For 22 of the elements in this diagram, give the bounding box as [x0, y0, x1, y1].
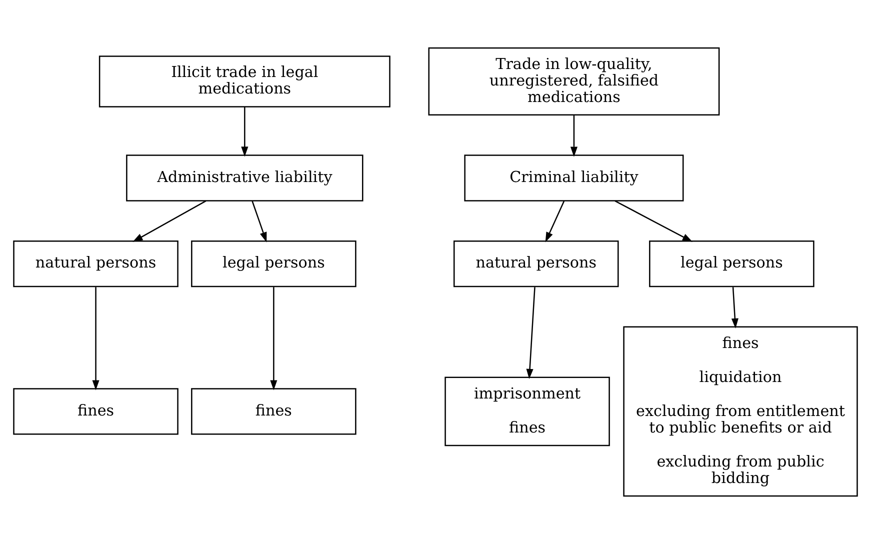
- node-box: Illicit trade in legal medications: [98, 56, 390, 108]
- arrow: [526, 287, 536, 380]
- arrow: [241, 106, 248, 157]
- arrow: [270, 287, 278, 390]
- node-box: fines: [191, 388, 356, 435]
- arrow: [545, 200, 565, 242]
- node-box: fines liquidation excluding from entitlement to public benefits or aid excluding from public bidding: [623, 326, 858, 497]
- node-box: Criminal liability: [464, 154, 684, 202]
- arrow: [252, 200, 267, 242]
- arrow: [132, 200, 206, 242]
- arrow: [614, 200, 693, 242]
- node-box: Trade in low-quality, unregistered, falsified medications: [428, 47, 720, 116]
- arrow: [731, 287, 738, 328]
- node-box: imprisonment fines: [444, 376, 610, 446]
- node-box: legal persons: [191, 240, 356, 288]
- arrow: [92, 287, 100, 390]
- node-box: Administrative liability: [126, 154, 364, 202]
- node-box: natural persons: [453, 240, 619, 288]
- node-box: legal persons: [649, 240, 814, 288]
- arrow: [570, 115, 578, 157]
- node-box: fines: [13, 388, 178, 435]
- node-box: natural persons: [13, 240, 178, 288]
